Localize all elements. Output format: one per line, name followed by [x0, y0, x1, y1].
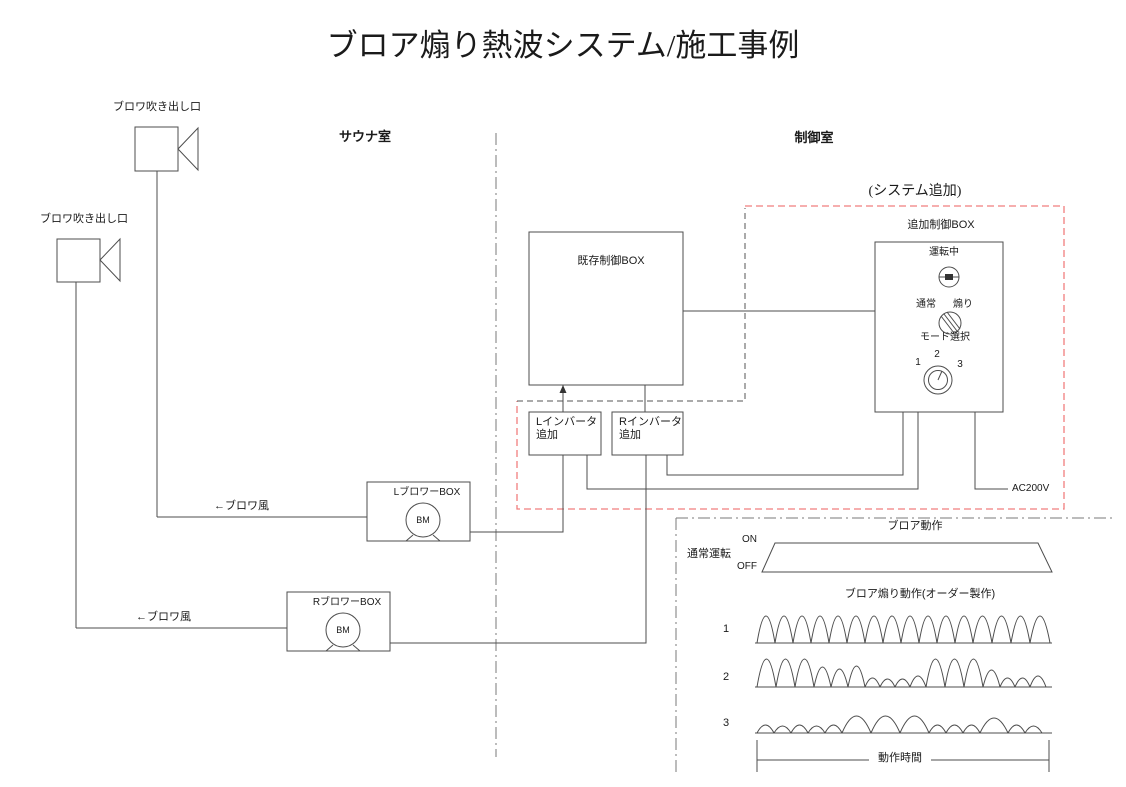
wave-pattern-2 — [756, 658, 1047, 688]
blower-op-trapezoid — [761, 542, 1053, 573]
wave-row-2-label: 2 — [723, 671, 730, 683]
ac200v-label: AC200V — [1012, 483, 1050, 494]
blower-op-title: ブロア動作 — [887, 520, 943, 532]
fanning-waveforms — [755, 615, 1052, 734]
fanning-op-title: ブロア煽り動作(オーダー製作) — [844, 588, 996, 600]
mode-2-label: 2 — [934, 349, 940, 360]
room-label-control: 制御室 — [794, 130, 834, 145]
wire-inverter-r-to-motor — [354, 455, 647, 644]
wire-added-to-ac200v — [974, 412, 1008, 490]
inverter-r-label: Rインバータ 追加 — [619, 416, 682, 441]
running-lamp-icon — [938, 266, 960, 288]
outlet-2-label: ブロワ吹き出し口 — [40, 213, 128, 225]
mode-toggle-switch-icon — [938, 311, 962, 335]
wave-row-3-label: 3 — [723, 717, 730, 729]
page-title: ブロア煽り熱波システム/施工事例 — [326, 28, 800, 63]
motor-r-label: BM — [336, 625, 350, 635]
inverter-l-label: Lインバータ 追加 — [536, 416, 598, 441]
wind-arrow-r-label: ←ブロワ風 — [136, 611, 191, 623]
normal-label: 通常 — [916, 299, 936, 310]
outlet-1-label: ブロワ吹き出し口 — [113, 101, 201, 113]
system-add-label: (システム追加) — [868, 184, 962, 199]
blower-outlet-2-icon — [56, 237, 121, 283]
blower-outlet-1-icon — [134, 126, 199, 172]
added-control-box — [874, 241, 1004, 413]
motor-l-label: BM — [416, 515, 430, 525]
blower-r-label: RブロワーBOX — [312, 597, 382, 608]
wave-pattern-3 — [756, 715, 1043, 734]
blower-l-label: LブロワーBOX — [393, 487, 461, 498]
duration-label: 動作時間 — [878, 752, 922, 764]
mode-select-label: モード選択 — [920, 332, 970, 343]
room-label-sauna: サウナ室 — [338, 129, 392, 144]
arrowhead-up-icon — [559, 385, 567, 393]
wire-inverter-r-to-added — [666, 412, 904, 476]
mode-selector-knob-icon — [923, 365, 953, 395]
wire-inverter-l-to-motor — [435, 455, 564, 533]
system-add-region-outline — [516, 205, 1065, 510]
wind-arrow-l-label: ←ブロワ風 — [214, 500, 269, 512]
existing-control-box — [528, 231, 684, 386]
on-label: ON — [742, 534, 757, 545]
wire-inverter-l-to-added — [586, 412, 919, 490]
blower-box-l — [366, 481, 471, 542]
mode-3-label: 3 — [957, 359, 963, 370]
existing-box-label: 既存制御BOX — [577, 255, 645, 267]
system-add-inner-dashed-line — [517, 208, 746, 402]
mode-1-label: 1 — [915, 357, 921, 368]
blower-box-r — [286, 591, 391, 652]
wave-pattern-1 — [756, 615, 1051, 644]
inverter-r-box — [611, 411, 684, 456]
normal-run-label: 通常運転 — [687, 548, 731, 560]
added-box-label: 追加制御BOX — [907, 219, 975, 231]
fanning-label: 煽り — [953, 299, 973, 310]
running-label: 運転中 — [929, 247, 959, 258]
off-label: OFF — [737, 561, 757, 572]
wave-row-1-label: 1 — [723, 623, 730, 635]
duration-dimension-lines — [756, 740, 1050, 772]
inverter-l-box — [528, 411, 602, 456]
